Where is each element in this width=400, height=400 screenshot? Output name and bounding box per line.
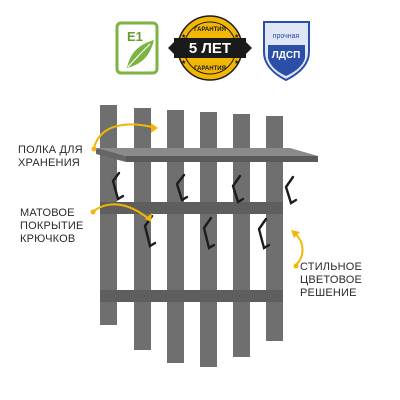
callout-hooks-line2: ПОКРЫТИЕ [20,220,84,232]
callout-hooks-line3: КРЮЧКОВ [20,233,76,245]
shelf-arrowhead [151,123,158,133]
shelf-arrow [93,123,157,149]
hook [202,216,216,250]
hook [111,171,125,201]
ldsp-main-text: ЛДСП [272,50,301,61]
callout-color-line1: СТИЛЬНОЕ [300,261,363,273]
hooks-top-row [111,171,298,205]
warranty-ribbon-top: ГАРАНТИЯ [194,27,226,33]
cross-rails [100,202,283,302]
callout-arrowheads [90,123,300,269]
slat [266,116,283,341]
hook [284,175,298,205]
warranty-main-text: 5 ЛЕТ [189,40,231,57]
svg-text:★: ★ [181,33,186,40]
callout-shelf: ПОЛКА ДЛЯ ХРАНЕНИЯ [18,144,83,170]
slat [167,110,184,363]
slat [134,108,151,350]
hooks-arrowhead [145,213,152,222]
shelf-arrow-dot [91,146,97,152]
slat [100,105,117,325]
callout-hooks-line1: МАТОВОЕ [20,207,75,219]
hooks-arrow-dot [90,209,96,215]
hook [231,174,245,204]
hooks-arrow [92,203,151,221]
callout-color: СТИЛЬНОЕ ЦВЕТОВОЕ РЕШЕНИЕ [300,261,362,300]
callout-color-line2: ЦВЕТОВОЕ [300,274,363,286]
warranty-badge: ★ ★ ★ ★ 5 ЛЕТ ГАРАНТИЯ ГАРАНТИЯ [168,15,252,81]
ldsp-top-text: прочная [273,33,300,40]
callout-shelf-line2: ХРАНЕНИЯ [18,157,80,169]
hook [257,217,271,250]
slat [200,112,217,367]
callout-shelf-line1: ПОЛКА ДЛЯ [18,144,83,156]
color-arrow-dot [293,263,299,269]
warranty-stars: ★ ★ ★ ★ [181,33,239,66]
svg-text:★: ★ [234,59,239,66]
hook [175,173,189,202]
hanger-slats [100,105,283,367]
svg-text:★: ★ [181,59,186,66]
storage-shelf [96,148,318,162]
e1-eco-badge: E1 [115,21,159,75]
warranty-ribbon-bottom: ГАРАНТИЯ [194,66,226,72]
svg-text:★: ★ [234,33,239,40]
callout-hooks: МАТОВОЕ ПОКРЫТИЕ КРЮЧКОВ [20,207,84,246]
e1-label: E1 [127,29,143,44]
color-arrowhead [291,230,300,238]
hooks-bottom-row [143,214,271,250]
ldsp-shield-badge: прочная ЛДСП [263,21,310,82]
callout-color-line3: РЕШЕНИЕ [300,287,357,299]
hook [143,214,157,248]
